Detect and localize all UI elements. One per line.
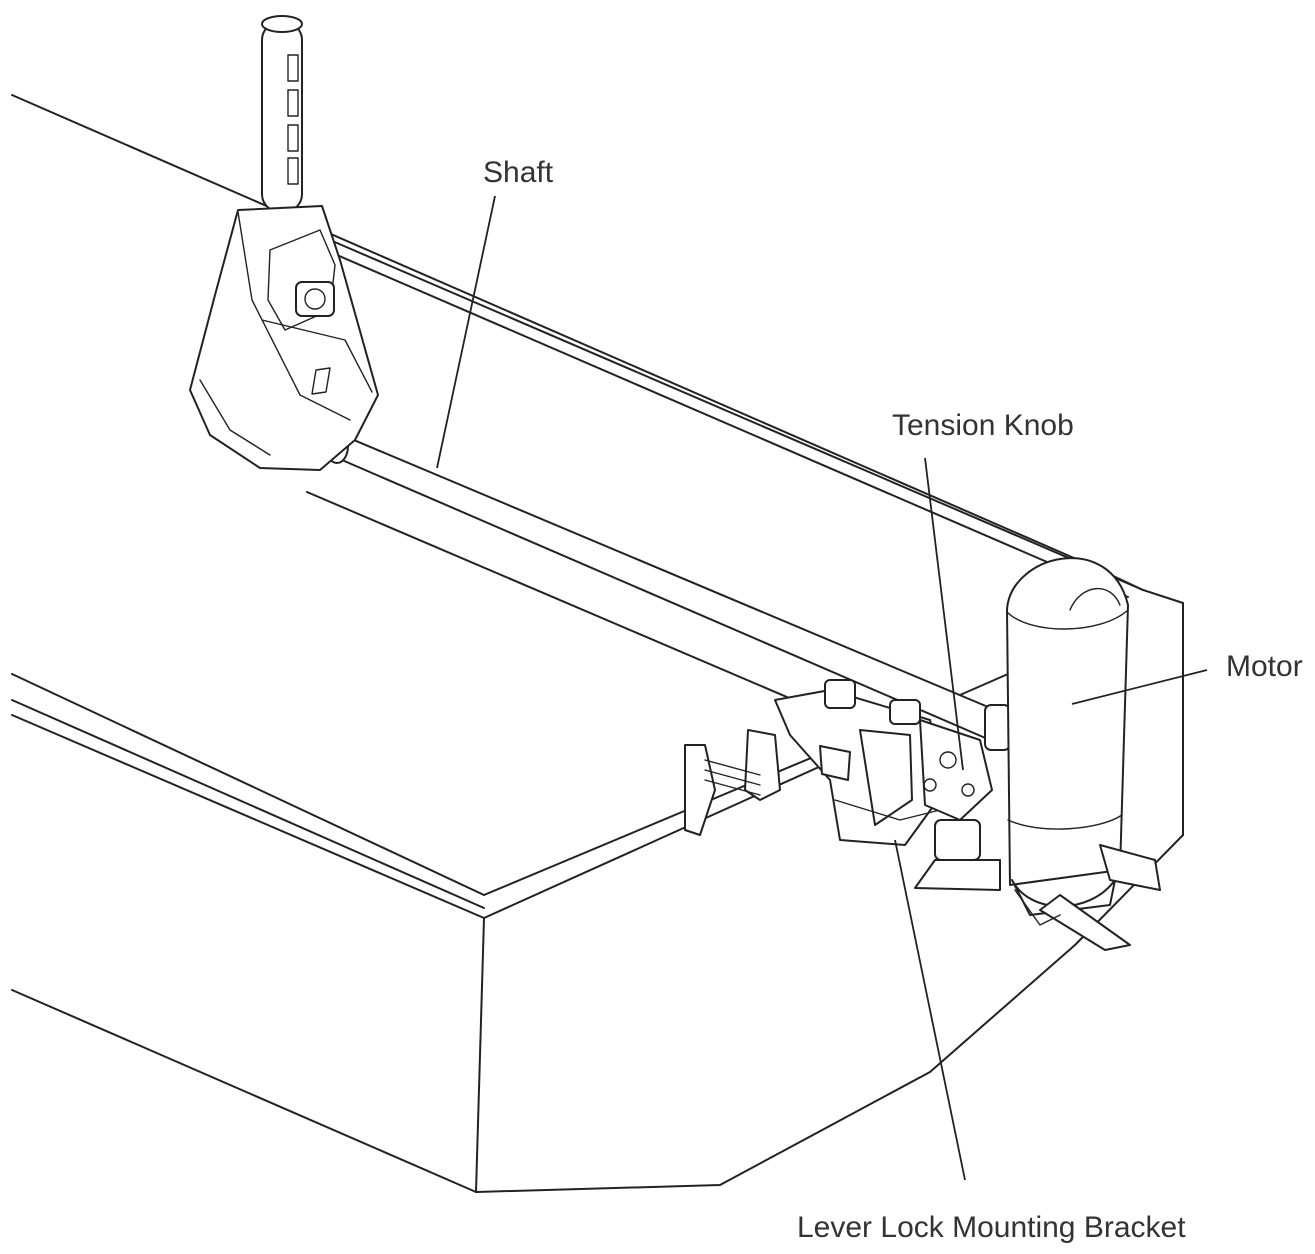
- boat-far-gunwale: [11, 94, 1184, 836]
- shaft-label: Shaft: [483, 156, 554, 189]
- boat-near-hull: [11, 673, 1184, 1193]
- boat-inner-lines: [306, 491, 1041, 719]
- tension-knob-leader: [924, 457, 964, 771]
- motor-leader: [1071, 669, 1208, 705]
- motor: [1006, 557, 1161, 951]
- control-head: [189, 15, 379, 471]
- tension-knob-label: Tension Knob: [892, 409, 1074, 442]
- lever-lock-mounting-bracket-label: Lever Lock Mounting Bracket: [797, 1211, 1186, 1244]
- shaft-leader: [436, 195, 496, 469]
- leader-lines: [436, 195, 1208, 1181]
- bracket-leader: [894, 839, 966, 1181]
- mounting-bracket: [684, 679, 946, 846]
- motor-label: Motor: [1226, 650, 1303, 683]
- shaft: [325, 428, 1001, 741]
- tension-knob: [914, 704, 1011, 891]
